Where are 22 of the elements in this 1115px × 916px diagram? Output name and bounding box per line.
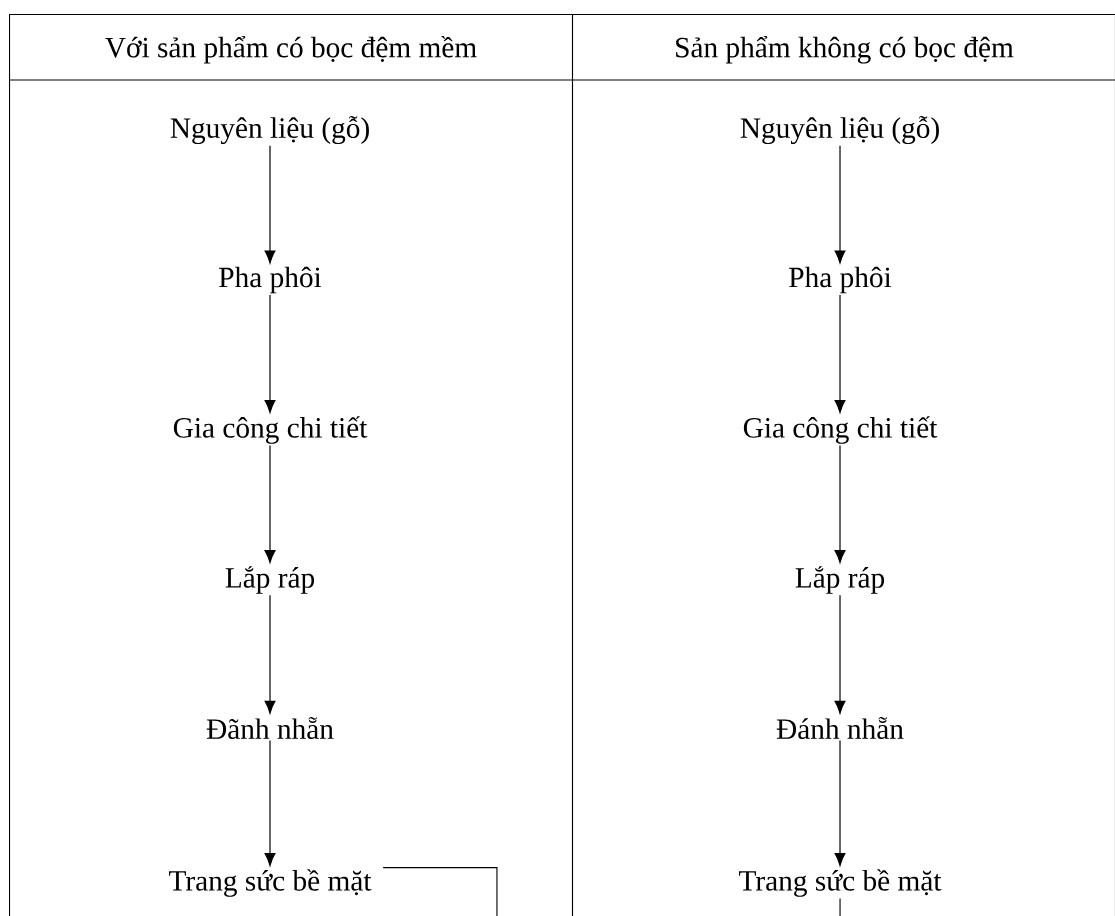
step-label: Đãnh nhẵn xyxy=(206,716,334,740)
step-label: Gia công chi tiết xyxy=(743,416,938,444)
step-label: Lắp ráp xyxy=(795,566,885,594)
step-label: Trang sức bề mặt xyxy=(739,869,942,897)
arrow xyxy=(834,594,846,714)
arrow xyxy=(834,444,846,563)
arrow xyxy=(264,740,276,866)
arrow xyxy=(264,594,276,714)
arrow xyxy=(264,444,276,563)
step-label: Pha phôi xyxy=(789,266,892,294)
step-label: Gia công chi tiết xyxy=(173,416,368,444)
step-label: Nguyên liệu (gỗ) xyxy=(740,115,939,145)
step-label: Lắp ráp xyxy=(225,566,315,594)
step-label: Trang sức bề mặt xyxy=(169,869,372,897)
arrow xyxy=(264,294,276,413)
arrow xyxy=(264,145,276,264)
arrow xyxy=(834,294,846,413)
step-label: Nguyên liệu (gỗ) xyxy=(170,115,369,145)
step-label: Pha phôi xyxy=(219,266,322,294)
arrow xyxy=(834,145,846,264)
arrow xyxy=(834,740,846,866)
step-label: Đánh nhẵn xyxy=(776,716,904,740)
